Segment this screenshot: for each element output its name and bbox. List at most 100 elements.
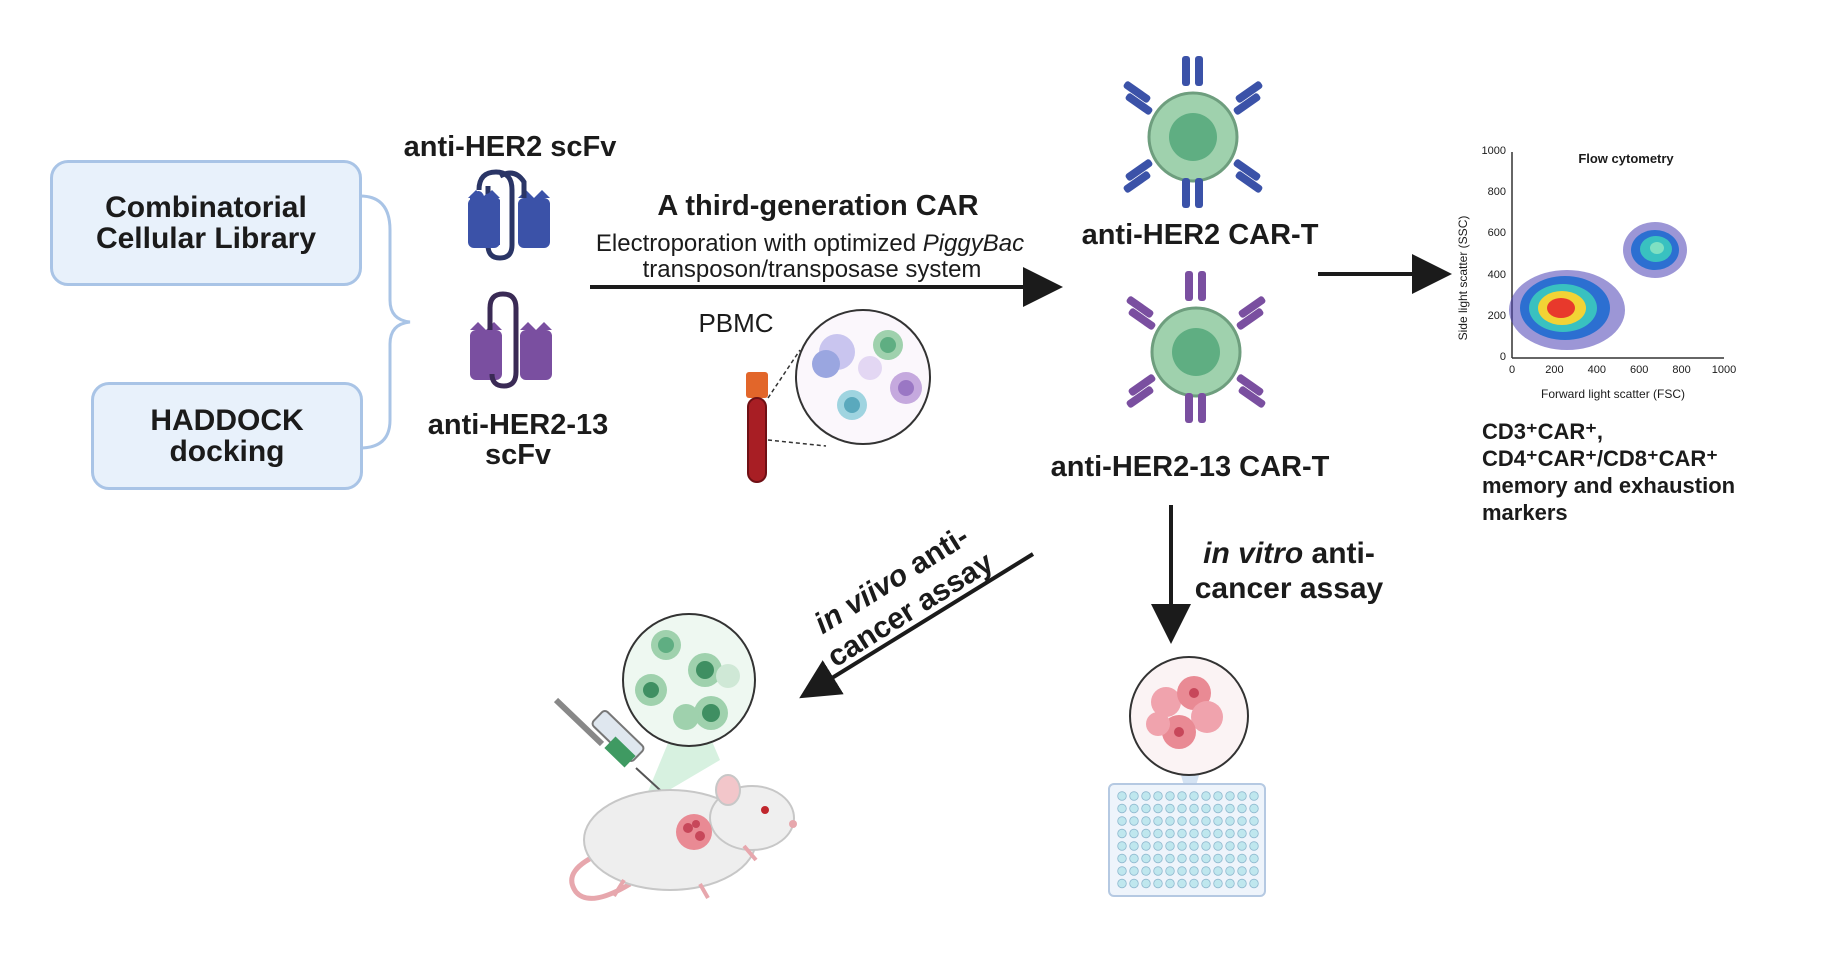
plate-well <box>1129 841 1139 851</box>
markers-text: CD3⁺CAR⁺, CD4⁺CAR⁺/CD8⁺CAR⁺ memory and e… <box>1482 418 1735 526</box>
plate-well <box>1153 878 1163 889</box>
plate-well <box>1249 841 1259 851</box>
markers-line4: markers <box>1482 500 1568 525</box>
plate-well <box>1225 816 1235 826</box>
plate-well <box>1201 828 1211 839</box>
anti-her2-scfv-label: anti-HER2 scFv <box>403 131 617 163</box>
plate-well <box>1129 803 1139 814</box>
mouse-icon <box>569 774 797 901</box>
plate-well <box>1213 803 1223 814</box>
flow-y-tick-label: 200 <box>1487 309 1506 322</box>
plate-well <box>1165 853 1175 864</box>
pbmc-label: PBMC <box>698 308 774 338</box>
in-vitro-label: in vitro anti- cancer assay <box>1184 536 1394 606</box>
plate-well <box>1165 866 1175 876</box>
car-method-line2: transposon/transposase system <box>642 256 982 283</box>
anti-her2-13-car-t-cell-icon <box>1126 271 1266 423</box>
plate-well <box>1129 816 1139 826</box>
plate-well <box>1141 791 1151 801</box>
plate-well <box>1177 791 1187 801</box>
plate-well <box>1129 791 1139 801</box>
flow-y-tick-label: 0 <box>1499 351 1506 363</box>
plate-well <box>1141 866 1151 876</box>
plate-well <box>1177 866 1187 876</box>
flow-x-tick-label: 1000 <box>1711 364 1737 376</box>
flow-x-tick-label: 200 <box>1545 364 1564 376</box>
plate-well <box>1213 841 1223 851</box>
plate-well <box>1201 803 1211 814</box>
in-vitro-italic: in vitro <box>1203 537 1304 570</box>
in-vitro-line2: cancer assay <box>1194 572 1384 605</box>
flow-y-tick-label: 1000 <box>1481 145 1506 157</box>
flow-density-population-2 <box>1623 222 1687 278</box>
library-label-line1: Combinatorial <box>105 191 307 224</box>
plate-well <box>1249 866 1259 876</box>
merge-bracket <box>359 194 411 450</box>
plate-well <box>1153 816 1163 826</box>
plate-well <box>1117 853 1127 864</box>
plate-well <box>1153 828 1163 839</box>
combinatorial-library-box: Combinatorial Cellular Library <box>50 160 362 286</box>
plate-well <box>1165 841 1175 851</box>
anti-her2-13-scfv-label-line1: anti-HER2-13 <box>427 409 609 441</box>
plate-well <box>1225 853 1235 864</box>
plate-well <box>1117 866 1127 876</box>
piggybac-text: PiggyBac <box>922 230 1025 257</box>
markers-line1: CD3⁺CAR⁺, <box>1482 419 1604 444</box>
flow-density-population-1 <box>1509 270 1625 350</box>
plate-well <box>1213 866 1223 876</box>
plate-well <box>1117 816 1127 826</box>
car-method-prefix: Electroporation with optimized <box>595 230 923 257</box>
plate-well <box>1153 803 1163 814</box>
anti-her2-13-scfv-label-line2: scFv <box>484 439 552 471</box>
plate-well <box>1117 878 1127 889</box>
plate-well <box>1213 816 1223 826</box>
plate-well <box>1117 791 1127 801</box>
plate-well <box>1213 791 1223 801</box>
to-in-vivo-arrow <box>799 552 1035 699</box>
markers-line3: memory and exhaustion <box>1482 473 1736 498</box>
anti-her2-car-t-cell-icon <box>1123 56 1263 208</box>
plate-well <box>1141 878 1151 889</box>
plate-well <box>1189 841 1199 851</box>
plate-well <box>1117 803 1127 814</box>
plate-well <box>1153 791 1163 801</box>
markers-line2: CD4⁺CAR⁺/CD8⁺CAR⁺ <box>1482 446 1718 471</box>
plate-well <box>1117 828 1127 839</box>
plate-well <box>1141 853 1151 864</box>
plate-well <box>1237 803 1247 814</box>
plate-well <box>1249 803 1259 814</box>
haddock-docking-box: HADDOCK docking <box>91 382 363 490</box>
plate-well <box>1165 791 1175 801</box>
plate-well <box>1249 816 1259 826</box>
plate-well <box>1153 866 1163 876</box>
plate-well <box>1165 816 1175 826</box>
well-plate-icon <box>1108 783 1266 897</box>
plate-well <box>1225 791 1235 801</box>
plate-well <box>1177 828 1187 839</box>
car-method-line1: Electroporation with optimized PiggyBac <box>565 230 1055 257</box>
haddock-label-line2: docking <box>169 435 285 468</box>
flow-cytometry-plot <box>1509 152 1724 359</box>
plate-well <box>1201 878 1211 889</box>
flow-x-tick-label: 800 <box>1672 364 1691 376</box>
in-vitro-tumor-icon <box>1129 656 1249 806</box>
plate-well <box>1141 803 1151 814</box>
anti-her2-car-t-label: anti-HER2 CAR-T <box>1081 219 1319 251</box>
plate-well <box>1225 866 1235 876</box>
plate-well <box>1237 878 1247 889</box>
plate-well <box>1141 816 1151 826</box>
flow-x-tick-label: 600 <box>1630 364 1649 376</box>
plate-well <box>1225 828 1235 839</box>
plate-well <box>1177 816 1187 826</box>
flow-y-tick-label: 800 <box>1487 186 1506 199</box>
plate-well <box>1177 878 1187 889</box>
plate-well <box>1237 853 1247 864</box>
plate-well <box>1249 828 1259 839</box>
plate-well <box>1237 816 1247 826</box>
plate-well <box>1225 878 1235 889</box>
plate-well <box>1189 866 1199 876</box>
plate-well <box>1201 841 1211 851</box>
plate-well <box>1189 878 1199 889</box>
library-label-line2: Cellular Library <box>95 222 317 255</box>
